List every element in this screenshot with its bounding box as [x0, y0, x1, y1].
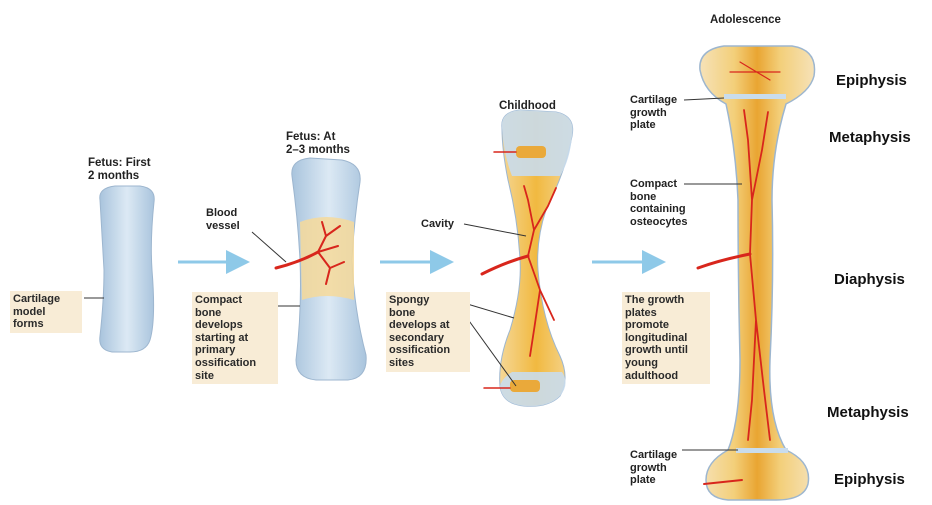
compact-bone-primary-label: Compact bone develops starting at primar… [192, 292, 278, 384]
region-epiphysis-top: Epiphysis [836, 72, 907, 89]
blood-vessel-label: Blood vessel [206, 207, 276, 232]
cartilage-growth-plate-bottom-label: Cartilage growth plate [630, 449, 690, 487]
cartilage-growth-plate-top-label: Cartilage growth plate [630, 94, 690, 132]
region-epiphysis-bottom: Epiphysis [834, 471, 905, 488]
secondary-ossification-bottom [510, 380, 540, 392]
stage-title-fetus-first: Fetus: First 2 months [88, 144, 178, 183]
stage-title-adolescence: Adolescence [710, 14, 781, 26]
stage-title-childhood: Childhood [499, 100, 556, 112]
growth-plates-note-label: The growth plates promote longitudinal g… [622, 292, 710, 384]
growth-plate-bottom [736, 448, 788, 453]
secondary-ossification-top [516, 146, 546, 158]
stage-title-fetus-at: Fetus: At 2–3 months [286, 118, 376, 157]
stage-title-bold: Fetus: [286, 131, 321, 143]
growth-plate-top [724, 94, 786, 99]
cavity-label: Cavity [421, 218, 454, 231]
leader-lines [84, 98, 742, 450]
region-diaphysis: Diaphysis [834, 271, 905, 288]
cartilage-model-label: Cartilage model forms [10, 291, 82, 333]
spongy-bone-label: Spongy bone develops at secondary ossifi… [386, 292, 470, 372]
adolescent-bone-shape [700, 46, 815, 500]
compact-bone-osteocytes-label: Compact bone containing osteocytes [630, 178, 710, 228]
stage-title-bold: Fetus: [88, 157, 123, 169]
region-metaphysis-bottom: Metaphysis [827, 404, 909, 421]
cartilage-model-shape [100, 186, 154, 352]
region-metaphysis-top: Metaphysis [829, 129, 911, 146]
